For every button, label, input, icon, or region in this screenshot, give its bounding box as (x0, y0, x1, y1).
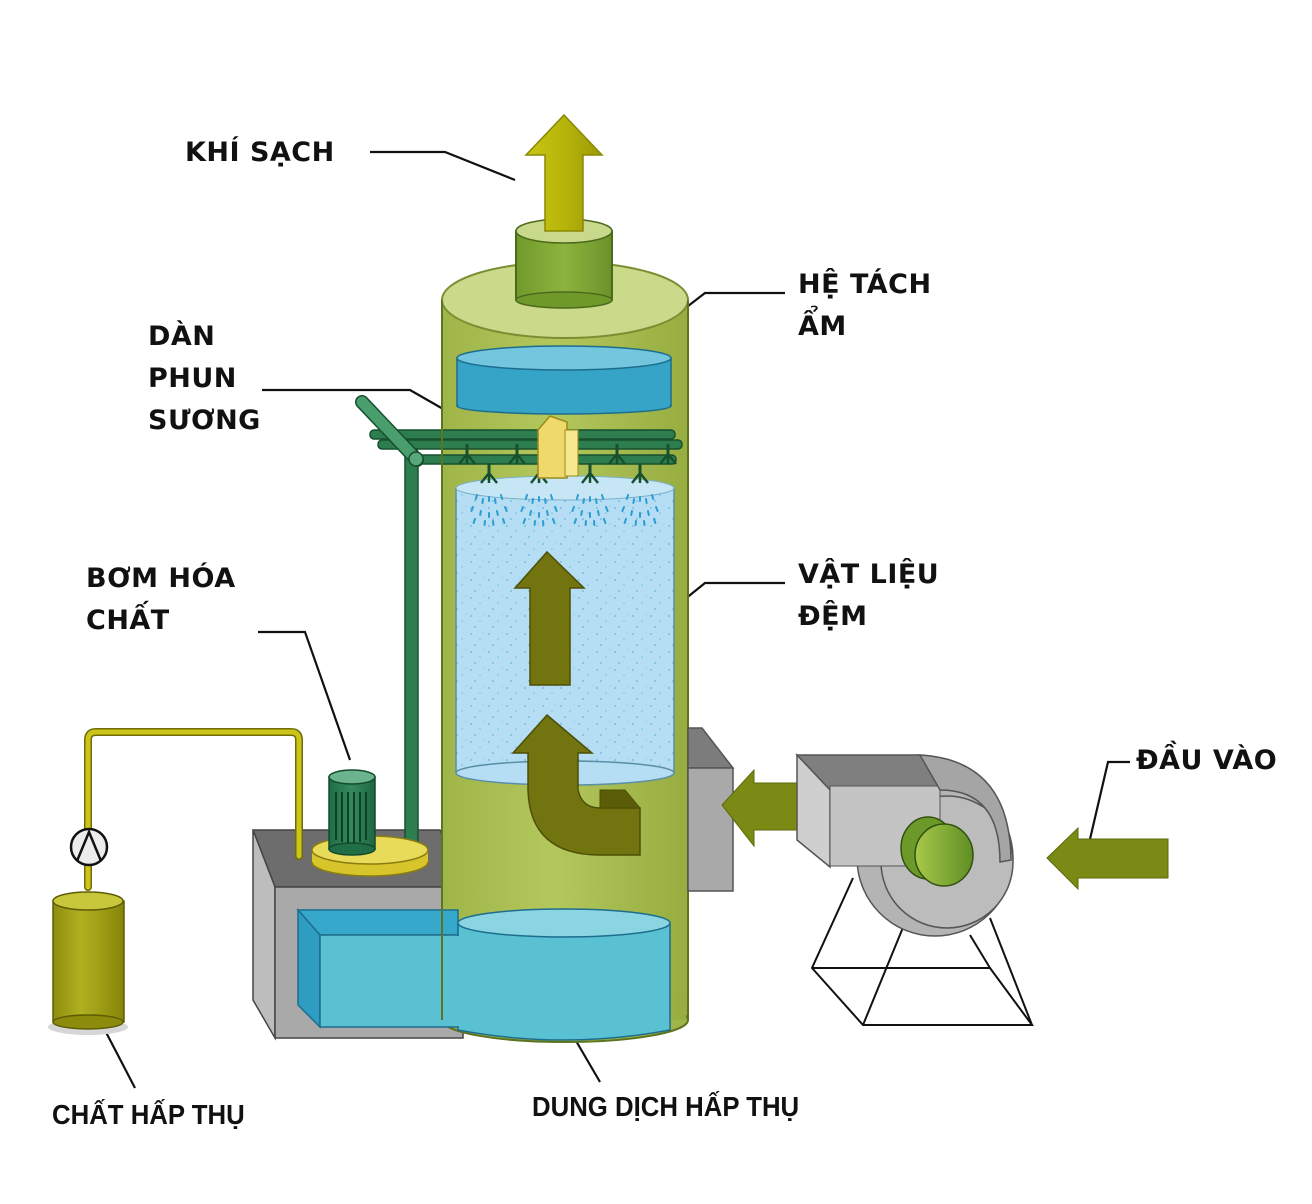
spray-droplet (596, 499, 597, 503)
spray-droplet (581, 511, 582, 515)
spray-droplet (480, 511, 481, 515)
spray-droplet (598, 511, 599, 515)
spray-droplet (625, 519, 626, 523)
spray-droplet (627, 495, 628, 499)
solution-sump (298, 909, 670, 1040)
exhaust-stack (516, 219, 612, 308)
spray-droplet (503, 519, 504, 523)
spray-droplet (654, 519, 655, 523)
spray-droplet (602, 495, 603, 499)
spray-droplet (476, 495, 477, 499)
pump-motor (329, 770, 375, 855)
label-demister: HỆ TÁCH ẨM (798, 264, 932, 348)
label-absorption-solution: DUNG DỊCH HẤP THỤ (532, 1086, 799, 1128)
spray-droplet (646, 499, 647, 503)
spray-droplet (495, 499, 496, 503)
label-inlet: ĐẦU VÀO (1136, 740, 1277, 782)
spray-droplet (547, 511, 548, 515)
leader-clean-air (370, 152, 515, 180)
spray-droplet (577, 495, 578, 499)
spray-droplet (631, 511, 632, 515)
spray-droplet (482, 499, 483, 503)
spray-droplet (604, 519, 605, 523)
dosing-pump-symbol (71, 829, 107, 865)
label-chemical-pump: BƠM HÓA CHẤT (86, 558, 236, 642)
demister-pad (457, 346, 671, 414)
label-packing-material: VẬT LIỆU ĐỆM (798, 554, 939, 638)
spray-droplet (583, 499, 584, 503)
spray-droplet (532, 499, 533, 503)
spray-droplet (648, 511, 649, 515)
inlet-arrow (1047, 828, 1168, 889)
spray-droplet (530, 511, 531, 515)
spray-droplet (575, 519, 576, 523)
spray-droplet (633, 499, 634, 503)
label-spray-system: DÀN PHUN SƯƠNG (148, 316, 261, 442)
blower-fan (797, 755, 1032, 1025)
spray-droplet (652, 495, 653, 499)
label-absorbent: CHẤT HẤP THỤ (52, 1094, 245, 1136)
leader-pump (258, 632, 350, 760)
absorbent-tank (48, 892, 128, 1035)
spray-droplet (501, 495, 502, 499)
spray-droplet (526, 495, 527, 499)
spray-droplet (553, 519, 554, 523)
spray-droplet (545, 499, 546, 503)
spray-droplet (551, 495, 552, 499)
clean-air-arrow (526, 115, 602, 231)
label-clean-air: KHÍ SẠCH (185, 132, 335, 174)
spray-droplet (497, 511, 498, 515)
spray-droplet (474, 519, 475, 523)
spray-droplet (524, 519, 525, 523)
